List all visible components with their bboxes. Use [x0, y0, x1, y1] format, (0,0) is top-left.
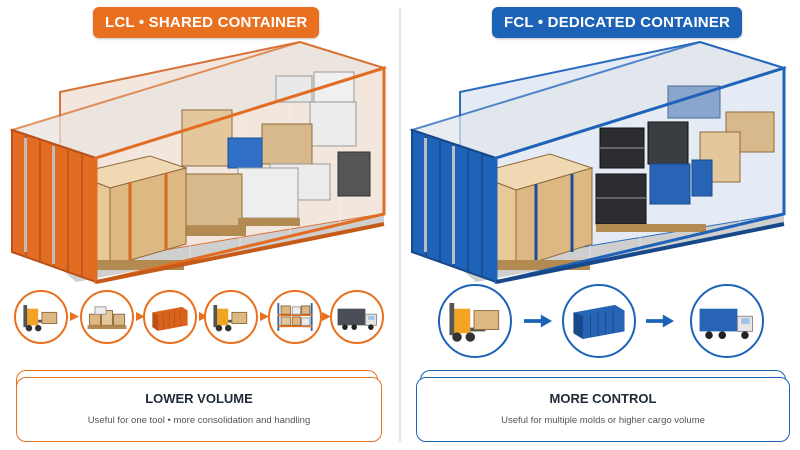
container-icon [143, 290, 197, 344]
arrow-right-icon [524, 314, 552, 328]
truck-icon [330, 290, 384, 344]
panel-divider [399, 8, 401, 442]
arrow-right-icon [136, 312, 145, 321]
lcl-card-subtitle: Useful for one tool • more consolidation… [87, 415, 311, 426]
arrow-right-icon [646, 314, 674, 328]
arrow-right-icon [70, 312, 79, 321]
lcl-panel: LCL • SHARED CONTAINER [0, 7, 400, 442]
fcl-info-card: MORE CONTROL Useful for multiple molds o… [416, 377, 790, 442]
lcl-cargo-boxes [181, 71, 371, 236]
lcl-badge: LCL • SHARED CONTAINER [93, 7, 320, 38]
forklift-icon [438, 284, 512, 358]
lcl-container-illustration [8, 40, 388, 284]
lcl-card-title: LOWER VOLUME [145, 391, 253, 406]
lcl-process-flow [0, 290, 400, 350]
arrow-right-icon [199, 312, 208, 321]
truck-icon [690, 284, 764, 358]
fcl-card-subtitle: Useful for multiple molds or higher carg… [501, 415, 705, 426]
fcl-badge: FCL • DEDICATED CONTAINER [492, 7, 743, 38]
fcl-cargo-cases [595, 85, 775, 232]
forklift-icon [204, 290, 258, 344]
arrow-right-icon [322, 312, 331, 321]
arrow-right-icon [260, 312, 269, 321]
fcl-process-flow [400, 284, 800, 358]
fcl-container-illustration [408, 40, 788, 284]
pallets-icon [80, 290, 134, 344]
warehouse-rack-icon [268, 290, 322, 344]
container-icon [562, 284, 636, 358]
fcl-panel: FCL • DEDICATED CONTAINER [400, 0, 800, 450]
forklift-icon [14, 290, 68, 344]
fcl-card-title: MORE CONTROL [549, 391, 657, 406]
lcl-info-card: LOWER VOLUME Useful for one tool • more … [16, 377, 382, 442]
